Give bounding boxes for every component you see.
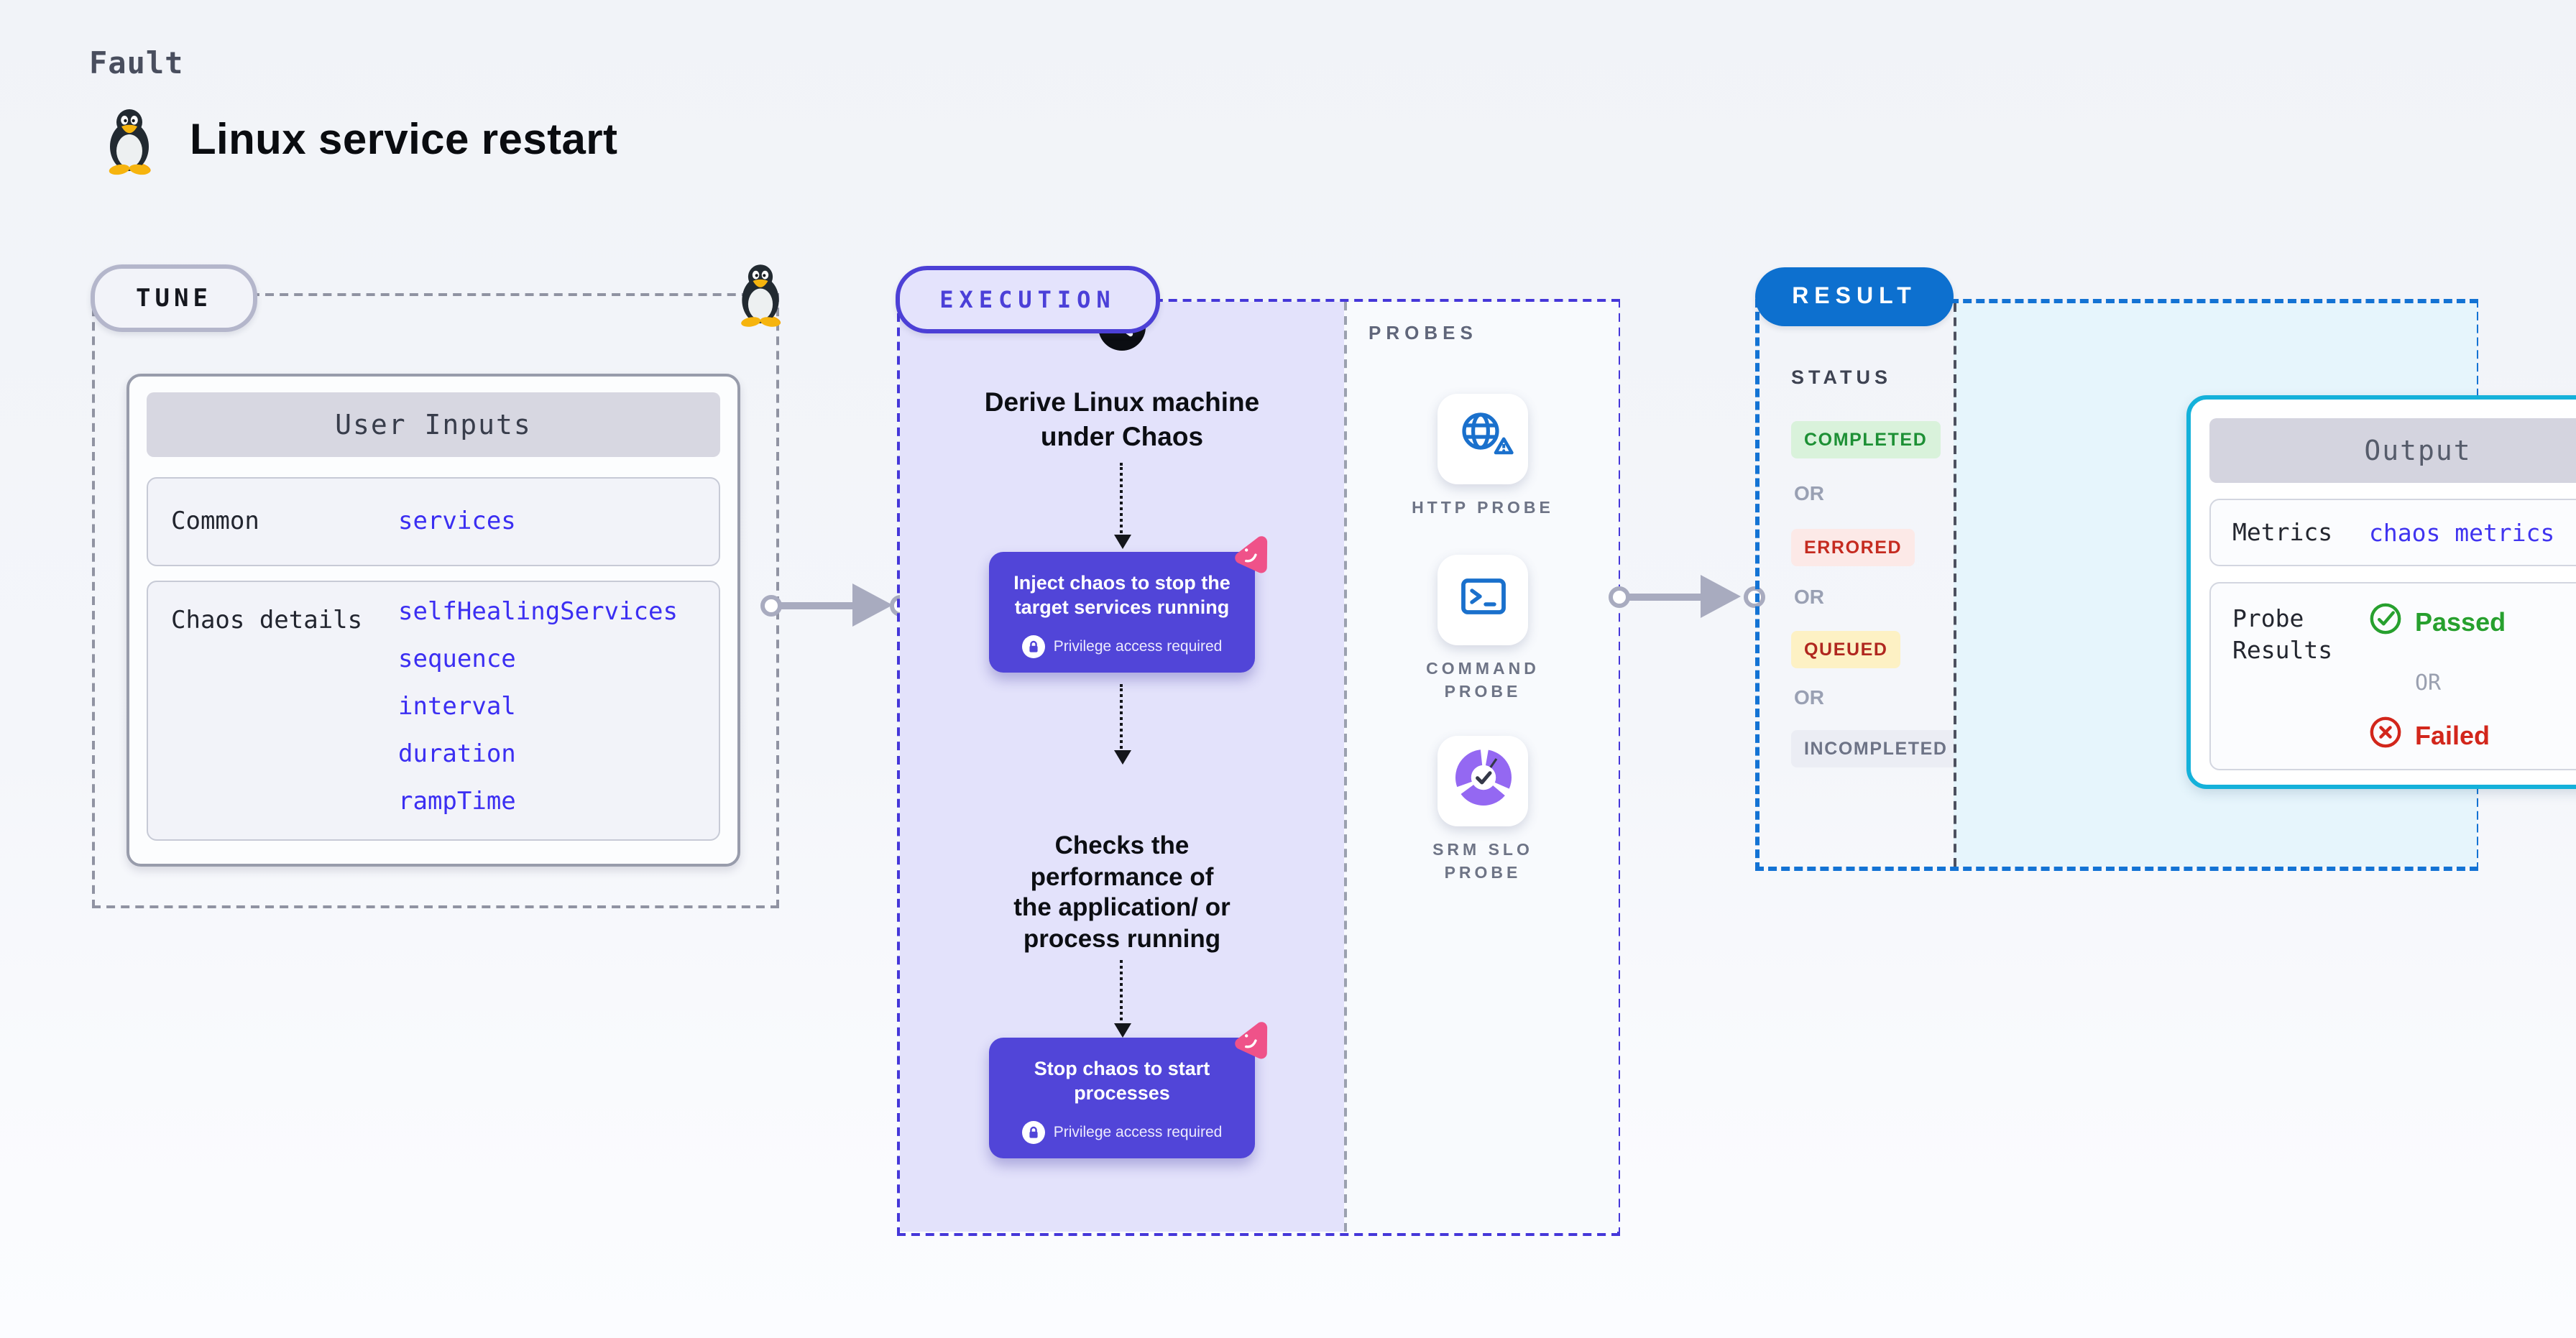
probes-panel: PROBES HTTP PR bbox=[1344, 302, 1619, 1232]
or-separator: OR bbox=[1794, 686, 1824, 709]
arrow-head-icon bbox=[852, 583, 893, 627]
dotted-connector bbox=[1120, 463, 1123, 537]
flow-arrow-tune-to-execution bbox=[760, 581, 913, 629]
status-badge-queued: QUEUED bbox=[1791, 631, 1901, 668]
result-section: RESULT STATUS COMPLETED OR ERRORED OR QU… bbox=[1755, 267, 2576, 871]
slo-donut-check-icon bbox=[1451, 746, 1514, 816]
input-link-sequence[interactable]: sequence bbox=[398, 645, 516, 674]
linux-tux-icon bbox=[101, 106, 158, 177]
tune-section: TUNE User Inputs Common services Chaos d… bbox=[91, 264, 782, 908]
verdict-failed: Failed bbox=[2369, 716, 2490, 756]
arrow-head-icon bbox=[1113, 535, 1131, 549]
row-label: Probe Results bbox=[2232, 605, 2333, 664]
command-probe-card bbox=[1438, 555, 1528, 645]
status-label: STATUS bbox=[1791, 366, 1892, 388]
stop-chaos-step: Stop chaos to start processes Privilege … bbox=[989, 1038, 1255, 1158]
result-badge-label: RESULT bbox=[1792, 284, 1917, 308]
status-badge-incompleted: INCOMPLETED bbox=[1791, 730, 1961, 767]
input-link-ramptime[interactable]: rampTime bbox=[398, 788, 516, 816]
tune-badge-label: TUNE bbox=[136, 284, 212, 313]
row-label: Common bbox=[171, 507, 259, 536]
privilege-note: Privilege access required bbox=[1053, 1124, 1223, 1141]
row-label: Metrics bbox=[2232, 518, 2333, 545]
arrow-head-icon bbox=[1113, 1023, 1131, 1038]
terminal-icon bbox=[1451, 565, 1514, 635]
inject-chaos-step: Inject chaos to stop the target services… bbox=[989, 552, 1255, 673]
arrow-shaft bbox=[778, 601, 858, 609]
step-derive-text: Derive Linux machine under Chaos bbox=[984, 387, 1260, 451]
lock-icon bbox=[1021, 1121, 1045, 1144]
arrow-head-icon bbox=[1113, 750, 1131, 765]
user-inputs-card: User Inputs Common services Chaos detail… bbox=[126, 374, 740, 867]
execution-flow-panel: Derive Linux machine under Chaos Inject … bbox=[900, 302, 1344, 1232]
input-link-selfhealingservices[interactable]: selfHealingServices bbox=[398, 598, 678, 627]
output-card: Output Metrics chaos metrics Probe Resul… bbox=[2186, 395, 2576, 789]
input-link-services[interactable]: services bbox=[398, 507, 516, 536]
output-panel: Output Metrics chaos metrics Probe Resul… bbox=[1954, 303, 2576, 867]
privilege-row: Privilege access required bbox=[989, 635, 1255, 658]
probe-name: SRM SLO PROBE bbox=[1432, 842, 1533, 882]
probe-name: COMMAND PROBE bbox=[1426, 661, 1540, 701]
passed-label: Passed bbox=[2415, 607, 2506, 636]
flow-arrow-execution-to-result bbox=[1609, 572, 1767, 621]
privilege-row: Privilege access required bbox=[989, 1121, 1255, 1144]
output-row-metrics: Metrics chaos metrics bbox=[2209, 499, 2576, 566]
input-link-interval[interactable]: interval bbox=[398, 693, 516, 721]
output-header: Output bbox=[2209, 418, 2576, 483]
input-link-duration[interactable]: duration bbox=[398, 740, 516, 769]
execution-badge-label: EXECUTION bbox=[939, 286, 1116, 313]
user-inputs-row-chaos: Chaos details selfHealingServices sequen… bbox=[147, 581, 720, 841]
srm-slo-probe-card bbox=[1438, 736, 1528, 826]
status-badge-errored: ERRORED bbox=[1791, 529, 1915, 566]
user-inputs-header: User Inputs bbox=[147, 392, 720, 457]
or-separator: OR bbox=[1794, 585, 1824, 608]
check-circle-icon bbox=[2369, 602, 2402, 642]
execution-section: EXECUTION Derive Linux machine under Cha… bbox=[896, 266, 1620, 1236]
step-title: Stop chaos to start processes bbox=[1034, 1058, 1210, 1104]
arrow-head-icon bbox=[1701, 575, 1741, 618]
chaos-metrics-link[interactable]: chaos metrics bbox=[2369, 519, 2555, 546]
output-row-probe-results: Probe Results Passed OR bbox=[2209, 582, 2576, 770]
connector-node-icon bbox=[1744, 586, 1765, 607]
lock-icon bbox=[1021, 635, 1045, 658]
arrow-shaft bbox=[1626, 593, 1706, 600]
dotted-connector bbox=[1120, 960, 1123, 1026]
http-probe-card bbox=[1438, 394, 1528, 484]
or-separator: OR bbox=[2415, 670, 2442, 696]
probes-label: PROBES bbox=[1368, 322, 1478, 343]
status-badge-completed: COMPLETED bbox=[1791, 421, 1941, 458]
page-title: Linux service restart bbox=[190, 116, 618, 164]
or-separator: OR bbox=[1794, 481, 1824, 504]
user-inputs-row-common: Common services bbox=[147, 477, 720, 566]
step-title: Inject chaos to stop the target services… bbox=[1013, 572, 1230, 618]
tune-badge: TUNE bbox=[91, 264, 257, 332]
probe-name: HTTP PROBE bbox=[1412, 500, 1554, 517]
privilege-note: Privilege access required bbox=[1053, 638, 1223, 655]
globe-alert-icon bbox=[1451, 404, 1514, 474]
row-label: Chaos details bbox=[171, 606, 363, 635]
title-row: Linux service restart bbox=[101, 106, 618, 177]
linux-tux-icon bbox=[733, 262, 788, 328]
execution-badge: EXECUTION bbox=[896, 266, 1160, 333]
x-circle-icon bbox=[2369, 716, 2402, 756]
failed-label: Failed bbox=[2415, 721, 2490, 749]
step-checks-text: Checks the performance of the applicatio… bbox=[1013, 831, 1230, 952]
verdict-passed: Passed bbox=[2369, 602, 2506, 642]
fault-kicker: Fault bbox=[89, 46, 184, 80]
result-badge: RESULT bbox=[1755, 267, 1954, 326]
dotted-connector bbox=[1120, 684, 1123, 753]
